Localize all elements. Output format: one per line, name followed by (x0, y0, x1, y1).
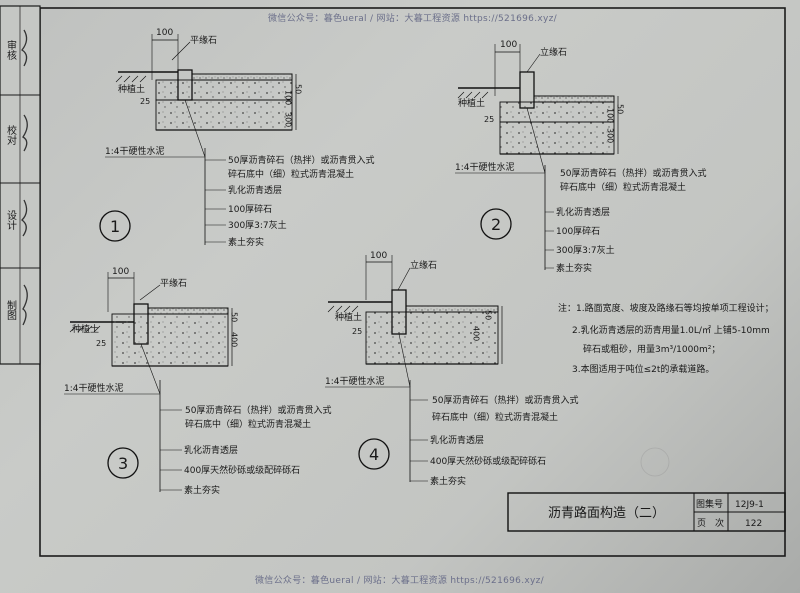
d4-mortar-label: 1:4干硬性水泥 (325, 375, 385, 387)
d2-dim-top: 100 (500, 40, 517, 50)
d3-soil-label: 种植土 (72, 323, 99, 335)
note-line-4: 3.本图适用于吨位≤2t的承载道路。 (572, 363, 714, 375)
d1-mortar-label: 1:4干硬性水泥 (105, 145, 165, 157)
watermark-top: 微信公众号：暮色ueral / 网站：大暮工程资源 https://521696… (268, 14, 557, 24)
d1-dim-100: 100 (284, 90, 293, 105)
signature-mark (21, 29, 28, 67)
d2-layer-1: 50厚沥青碎石（热拌）或沥青贯入式 (560, 167, 706, 179)
detail-4: 100 立缘石 种植土 50 400 25 1:4干硬性水泥 50厚沥青碎石（热… (325, 251, 578, 487)
d1-layer-5: 300厚3:7灰土 (228, 219, 287, 231)
d2-dim-50: 50 (616, 104, 625, 114)
d1-dim-25: 25 (140, 97, 150, 106)
d4-number: 4 (369, 445, 379, 464)
d1-number: 1 (110, 217, 120, 236)
bleed-circle (640, 447, 670, 477)
d2-layer-5: 300厚3:7灰土 (556, 244, 615, 256)
d4-layer-1: 50厚沥青碎石（热拌）或沥青贯入式 (432, 394, 578, 406)
d1-dim-top: 100 (156, 28, 173, 38)
d4-dim-top: 100 (370, 251, 387, 261)
d4-layer-4: 400厚天然砂砾或级配碎砾石 (430, 455, 546, 467)
d1-layer-3: 乳化沥青透层 (228, 184, 282, 196)
d3-layer-4: 400厚天然砂砾或级配碎砾石 (184, 464, 300, 476)
detail-3: 100 平缘石 种植土 50 400 25 1:4干硬性水泥 50厚沥青碎石（热… (64, 267, 331, 496)
d1-soil-label: 种植土 (118, 83, 145, 95)
d2-layer-2: 碎石底中（细）粒式沥青混凝土 (560, 181, 686, 193)
note-line-3: 碎石或粗砂，用量3m³/1000m²； (583, 343, 720, 355)
d1-layer-6: 素土夯实 (228, 236, 264, 248)
d3-curb-label: 平缘石 (160, 277, 187, 289)
d3-layer-1: 50厚沥青碎石（热拌）或沥青贯入式 (185, 404, 331, 416)
d3-number: 3 (118, 454, 128, 473)
d2-number: 2 (491, 215, 501, 234)
d3-layer-5: 素土夯实 (184, 484, 220, 496)
signature-mark (22, 284, 28, 326)
d2-layer-3: 乳化沥青透层 (556, 206, 610, 218)
d1-curb-label: 平缘石 (190, 34, 217, 46)
side-draw: 制图 (5, 299, 17, 321)
d4-layer-2: 碎石底中（细）粒式沥青混凝土 (432, 411, 558, 423)
side-check: 校对 (5, 124, 17, 145)
note-line-2: 2.乳化沥青透层的沥青用量1.0L/㎡ 上铺5-10mm (572, 324, 770, 336)
d1-layer-4: 100厚碎石 (228, 203, 272, 215)
d2-layer-4: 100厚碎石 (556, 225, 600, 237)
d2-mortar-label: 1:4干硬性水泥 (455, 161, 515, 173)
d2-soil-label: 种植土 (458, 97, 485, 109)
signature-strip: 审核 校对 设计 制图 (0, 5, 41, 365)
d4-layer-3: 乳化沥青透层 (430, 434, 484, 446)
d2-layer-6: 素土夯实 (556, 262, 592, 274)
d4-curb-label: 立缘石 (410, 259, 437, 271)
atlas-value: 12J9-1 (735, 500, 764, 510)
page-value: 122 (745, 519, 762, 529)
signature-mark (21, 199, 28, 237)
d4-soil-label: 种植土 (335, 311, 362, 323)
detail-1: 100 平缘石 种植土 50 100 300 25 1:4干硬性水泥 (99, 28, 374, 248)
d1-layer-1: 50厚沥青碎石（热拌）或沥青贯入式 (228, 154, 374, 166)
note-line-1: 注：1.路面宽度、坡度及路缘石等均按单项工程设计； (558, 302, 774, 314)
notes: 注：1.路面宽度、坡度及路缘石等均按单项工程设计； 2.乳化沥青透层的沥青用量1… (558, 302, 774, 375)
d3-dim-25: 25 (96, 339, 106, 348)
signature-mark (22, 114, 28, 152)
d3-mortar-label: 1:4干硬性水泥 (64, 382, 124, 394)
atlas-label: 图集号 (696, 498, 723, 510)
d4-dim-400: 400 (472, 326, 481, 341)
sheet-title: 沥青路面构造（二） (548, 505, 665, 521)
d2-curb-label: 立缘石 (540, 46, 567, 58)
watermark-bottom: 微信公众号：暮色ueral / 网站：大暮工程资源 https://521696… (255, 576, 544, 586)
page-label: 页 次 (697, 517, 724, 529)
d3-dim-400: 400 (230, 332, 239, 347)
d4-layer-5: 素土夯实 (430, 475, 466, 487)
detail-2: 100 立缘石 种植土 50 100 300 25 1:4干硬性水泥 50厚沥青… (455, 40, 706, 274)
drawing-frame (39, 7, 786, 557)
d3-dim-top: 100 (112, 267, 129, 277)
d4-dim-25: 25 (352, 327, 362, 336)
d1-dim-50: 50 (294, 84, 303, 94)
d3-layer-3: 乳化沥青透层 (184, 444, 238, 456)
title-block: 沥青路面构造（二） 图集号 12J9-1 页 次 122 (507, 492, 786, 532)
d1-layer-2: 碎石底中（细）粒式沥青混凝土 (228, 168, 354, 180)
d2-dim-100: 100 (606, 108, 615, 123)
d3-dim-50: 50 (230, 312, 239, 322)
d4-dim-50: 50 (484, 310, 493, 320)
side-design: 设计 (5, 210, 17, 231)
d2-dim-300: 300 (606, 128, 615, 143)
d3-layer-2: 碎石底中（细）粒式沥青混凝土 (185, 418, 311, 430)
side-review: 审核 (5, 39, 17, 61)
d1-dim-300: 300 (284, 112, 293, 127)
d2-dim-25: 25 (484, 115, 494, 124)
